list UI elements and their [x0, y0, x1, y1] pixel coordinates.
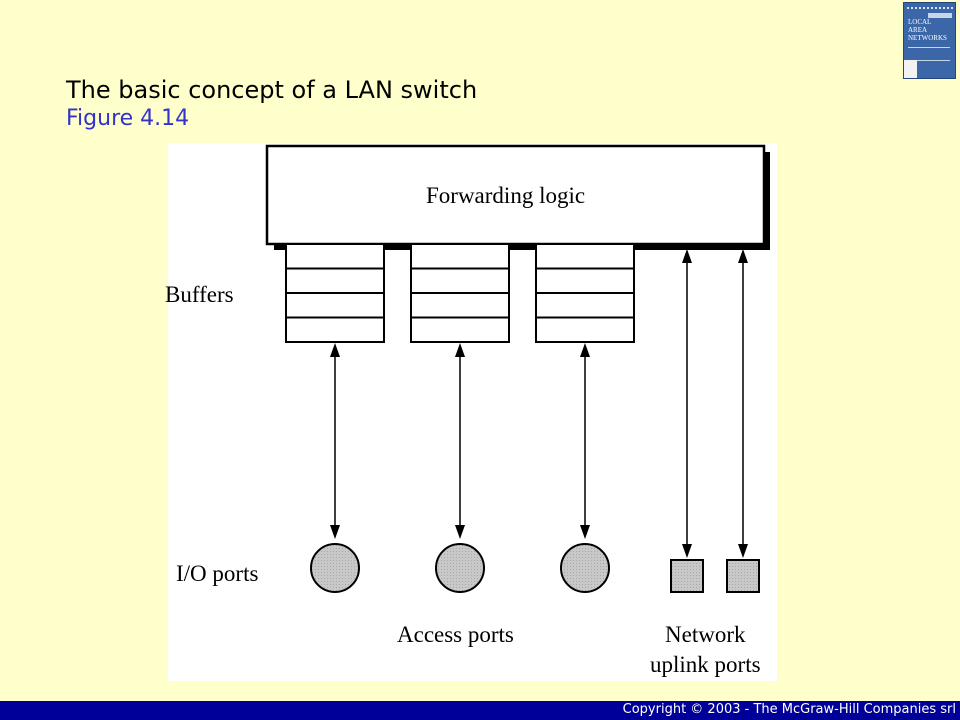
- buffer-stack: [285, 243, 385, 343]
- buffers-label: Buffers: [165, 282, 234, 307]
- lan-switch-diagram: Forwarding logic Buffers I/O ports Acces…: [165, 143, 777, 681]
- forwarding-logic-box: [265, 144, 770, 250]
- slide-title: The basic concept of a LAN switch: [66, 76, 478, 104]
- access-port: [310, 543, 360, 593]
- cover-band: [928, 13, 952, 18]
- uplink-port-arrow: [682, 249, 692, 558]
- access-port: [435, 543, 485, 593]
- diagram-graphics: [265, 144, 770, 593]
- footer-bar: Copyright © 2003 - The McGraw-Hill Compa…: [0, 701, 960, 720]
- book-cover-thumbnail: LOCAL AREA NETWORKS: [903, 2, 956, 79]
- cover-dots: [907, 7, 953, 11]
- cover-title: LOCAL AREA NETWORKS: [908, 18, 947, 42]
- copyright-text: Copyright © 2003 - The McGraw-Hill Compa…: [622, 702, 956, 717]
- buffer-stack: [410, 243, 510, 343]
- forwarding-logic-label: Forwarding logic: [426, 183, 586, 208]
- network-label: Network: [665, 622, 746, 647]
- uplink-port-arrow: [738, 249, 748, 558]
- access-port: [560, 543, 610, 593]
- access-port-arrow: [580, 343, 590, 539]
- access-ports-label: Access ports: [397, 622, 514, 647]
- cover-title-line: AREA: [908, 26, 928, 34]
- publisher-logo: [904, 60, 917, 78]
- cover-title-line: LOCAL: [908, 18, 932, 26]
- io-ports-label: I/O ports: [176, 561, 259, 586]
- buffer-stack: [535, 243, 635, 343]
- uplink-ports-label: uplink ports: [650, 652, 761, 677]
- access-port-arrow: [330, 343, 340, 539]
- uplink-port: [670, 559, 704, 593]
- figure-number: Figure 4.14: [66, 106, 190, 131]
- cover-rules: [908, 47, 950, 61]
- uplink-port: [726, 559, 760, 593]
- cover-title-line: NETWORKS: [908, 34, 947, 42]
- access-port-arrow: [455, 343, 465, 539]
